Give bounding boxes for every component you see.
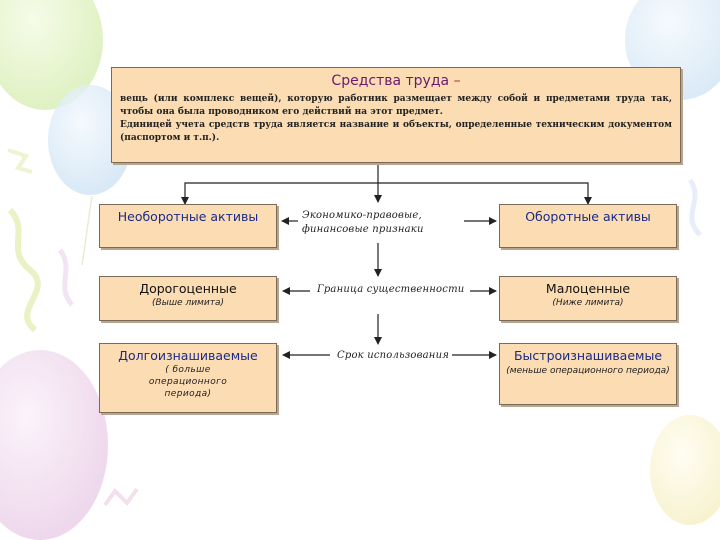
definition-title-text: Средства труда <box>331 73 449 89</box>
box-title: Долгоизнашиваемые <box>100 348 276 363</box>
box-subtitle: ( больше операционного периода) <box>100 364 276 400</box>
box-long-wearing: Долгоизнашиваемые ( больше операционного… <box>99 343 277 413</box>
definition-title-dash: – <box>454 73 461 89</box>
box-subtitle: (Ниже лимита) <box>500 297 676 309</box>
definition-title: Средства труда – <box>120 73 672 89</box>
criterion-materiality: Граница существенности <box>317 283 477 297</box>
box-fast-wearing: Быстроизнашиваемые (меньше операционного… <box>499 343 677 405</box>
criterion-usage-term: Срок использования <box>337 349 467 363</box>
arrow-header-to-left <box>185 183 378 204</box>
box-title: Дорогоценные <box>100 281 276 296</box>
definition-text: вещь (или комплекс вещей), которую работ… <box>120 93 672 145</box>
definition-box: Средства труда – вещь (или комплекс веще… <box>111 67 681 163</box>
box-high-value: Дорогоценные (Выше лимита) <box>99 276 277 321</box>
box-title: Быстроизнашиваемые <box>500 348 676 363</box>
arrow-header-to-right <box>378 183 588 204</box>
box-subtitle: (меньше операционного периода) <box>500 365 676 377</box>
box-current-assets: Оборотные активы <box>499 204 677 248</box>
box-noncurrent-assets: Необоротные активы <box>99 204 277 248</box>
box-low-value: Малоценные (Ниже лимита) <box>499 276 677 321</box>
criterion-economic-legal: Экономико-правовые, финансовые признаки <box>302 209 462 237</box>
box-title: Малоценные <box>500 281 676 296</box>
box-subtitle: (Выше лимита) <box>100 297 276 309</box>
box-title: Оборотные активы <box>500 209 676 224</box>
definition-paragraph-1: вещь (или комплекс вещей), которую работ… <box>120 93 672 119</box>
box-title: Необоротные активы <box>100 209 276 224</box>
definition-paragraph-2: Единицей учета средств труда является на… <box>120 119 672 145</box>
